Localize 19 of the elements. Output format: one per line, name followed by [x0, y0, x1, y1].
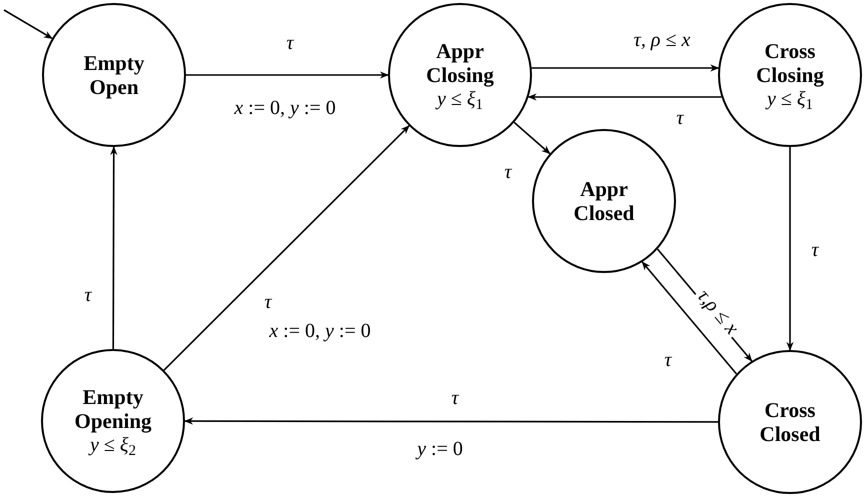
state-name: Cross Closed	[758, 398, 822, 446]
state-invariant: y ≤ ξ$_{1}$	[437, 87, 483, 111]
state-invariant: y ≤ ξ$_{1}$	[767, 87, 813, 111]
arrow	[532, 64, 720, 72]
arrow	[642, 261, 738, 374]
arrow	[528, 93, 722, 101]
state-invariant: y ≤ ξ$_{2}$	[90, 433, 136, 457]
state-name: Empty Opening	[73, 385, 153, 433]
arrow	[4, 9, 53, 40]
arrow	[514, 122, 550, 154]
state-name: Appr Closing	[425, 39, 495, 87]
arrow	[786, 147, 794, 351]
state-name: Appr Closed	[572, 177, 636, 225]
arrow	[110, 146, 118, 349]
arrow	[184, 418, 718, 425]
state-name: Empty Open	[82, 51, 146, 99]
arrow	[163, 125, 410, 371]
state-name: Cross Closing	[755, 39, 825, 87]
arrow	[186, 71, 389, 79]
